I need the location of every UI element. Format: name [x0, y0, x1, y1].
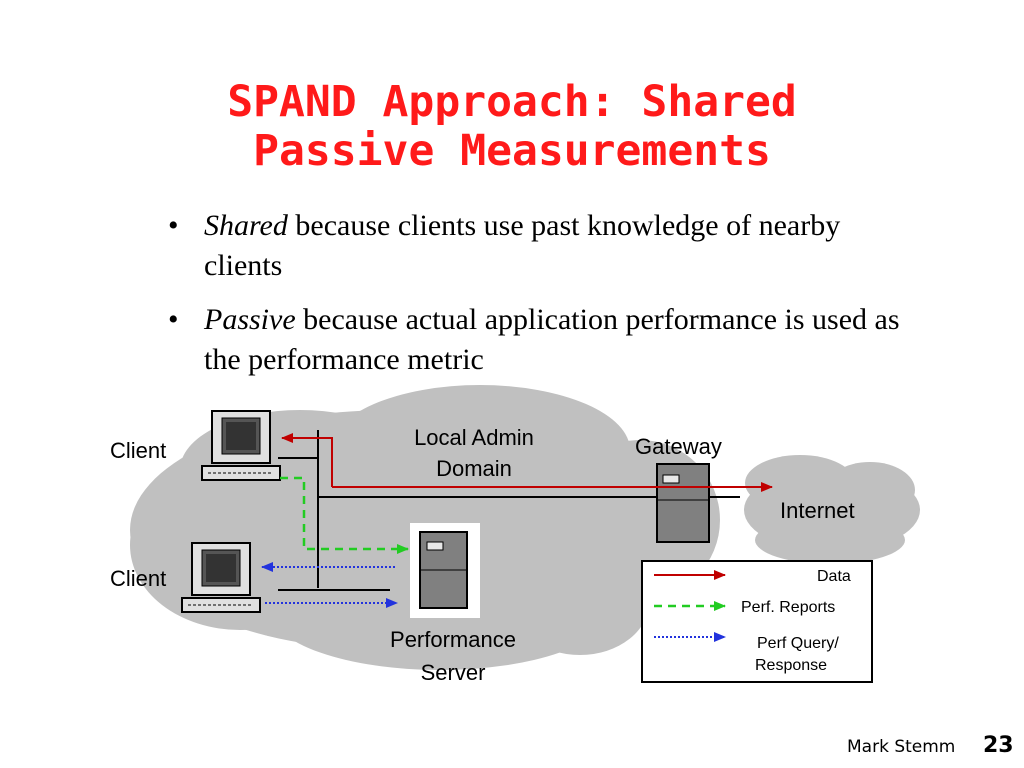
server-label-line-2: Server [421, 660, 486, 685]
client-computer-top [202, 411, 280, 480]
legend-data-label: Data [817, 568, 851, 585]
footer-author: Mark Stemm [847, 737, 955, 757]
client-computer-bottom [182, 543, 260, 612]
performance-server [410, 523, 480, 618]
gateway-server [657, 464, 709, 542]
client-bottom-label: Client [110, 566, 166, 591]
internet-label: Internet [780, 498, 855, 523]
gateway-label: Gateway [635, 434, 722, 459]
legend-reports-label: Perf. Reports [741, 599, 835, 616]
client-top-label: Client [110, 438, 166, 463]
domain-label-line-1: Local Admin [414, 425, 534, 450]
server-label-line-1: Performance [390, 627, 516, 652]
legend-query-label-1: Perf Query/ [757, 635, 839, 652]
legend: Data Perf. Reports Perf Query/ Response [642, 561, 872, 682]
domain-label-line-2: Domain [436, 456, 512, 481]
legend-query-label-2: Response [755, 657, 827, 674]
page-number: 23 [983, 733, 1014, 758]
